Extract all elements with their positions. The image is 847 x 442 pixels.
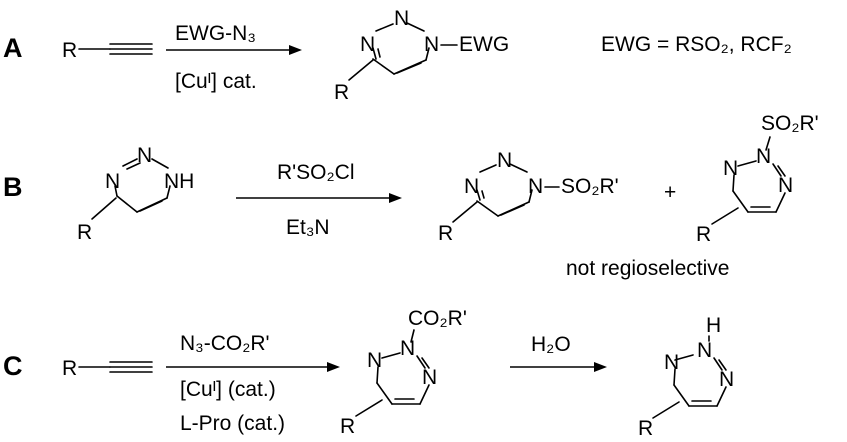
c4-r-bond bbox=[711, 207, 739, 225]
triazole-n3-atom: N bbox=[360, 33, 375, 56]
reaction-arrow bbox=[166, 45, 302, 55]
nh-triazole-start: N N NH R bbox=[77, 144, 194, 244]
triazole-n3-atom: N bbox=[464, 175, 479, 198]
triazole-n2-atom: N bbox=[756, 145, 771, 168]
condition-cu-catalyst: [Cuᴵ] (cat.) bbox=[180, 378, 276, 401]
reagent-azidoformate: N₃-CO₂R' bbox=[180, 332, 270, 355]
triazole-ring bbox=[372, 22, 430, 75]
n-s-bond bbox=[765, 136, 771, 151]
triazole-n1-atom: N bbox=[528, 175, 543, 198]
alkyne-r-group: R bbox=[62, 357, 77, 380]
row-label-a: A bbox=[3, 33, 23, 63]
triazole-n2-atom: N bbox=[697, 339, 712, 362]
triazole-n3-atom: N bbox=[105, 170, 120, 193]
nh-triazole-final: H N N N R bbox=[638, 314, 734, 440]
condition-triethylamine: Et₃N bbox=[286, 216, 330, 239]
triazole-n2-atom: N bbox=[137, 144, 152, 167]
triazole-r-group: R bbox=[340, 415, 355, 438]
triazole-n3-atom: N bbox=[719, 368, 734, 391]
c4-r-bond bbox=[355, 399, 383, 417]
row-label-b: B bbox=[3, 172, 23, 202]
triazole-r-group: R bbox=[77, 221, 92, 244]
triazole-ring bbox=[673, 354, 727, 407]
triazole-n1-atom: N bbox=[723, 157, 738, 180]
n-c-bond bbox=[410, 329, 415, 343]
scheme-row-b: B N N NH R R'SO₂Cl Et₃N bbox=[3, 112, 819, 280]
c4-r-bond bbox=[452, 201, 478, 223]
triazole-n3-atom: N bbox=[422, 366, 437, 389]
reagent-water: H₂O bbox=[531, 333, 571, 356]
triazole-r-group: R bbox=[438, 222, 453, 245]
ewg-substituent: EWG bbox=[459, 33, 509, 56]
triazole-ring bbox=[732, 160, 786, 213]
condition-proline-catalyst: L-Pro (cat.) bbox=[180, 412, 285, 435]
triazole-n-hydrogen: H bbox=[706, 314, 721, 337]
scheme-row-a: A R EWG-N₃ [Cuᴵ] cat. N bbox=[3, 7, 792, 104]
ewg-definition-note: EWG = RSO₂, RCF₂ bbox=[601, 33, 792, 56]
n1-sulfonyl-triazole: N N N SO₂R' R bbox=[438, 149, 619, 245]
reaction-arrow bbox=[166, 362, 340, 372]
triazole-r-group: R bbox=[638, 417, 653, 440]
triazole-product-a: N N N EWG R bbox=[334, 7, 509, 104]
n2-sulfonyl-triazole: SO₂R' N N N R bbox=[696, 112, 819, 246]
c4-r-bond bbox=[348, 59, 374, 81]
triazole-n2-atom: N bbox=[400, 337, 415, 360]
row-label-c: C bbox=[3, 351, 23, 381]
n2-carbamate-triazole: CO₂R' N N N R bbox=[340, 307, 467, 438]
reagent-sulfonyl-chloride: R'SO₂Cl bbox=[277, 161, 355, 184]
reaction-arrow bbox=[510, 362, 607, 372]
triazole-n2-atom: N bbox=[394, 7, 409, 30]
sulfonyl-substituent: SO₂R' bbox=[561, 175, 619, 198]
triazole-ring bbox=[476, 163, 533, 217]
c4-r-bond bbox=[652, 401, 680, 419]
carbamate-substituent: CO₂R' bbox=[408, 307, 467, 330]
triazole-n1-atom: N bbox=[424, 33, 439, 56]
alkyne-triple-bond bbox=[78, 361, 153, 373]
triazole-r-group: R bbox=[334, 81, 349, 104]
triazole-n3-atom: N bbox=[778, 174, 793, 197]
triazole-r-group: R bbox=[696, 223, 711, 246]
reaction-arrow bbox=[236, 193, 402, 203]
triazole-ring bbox=[114, 158, 171, 213]
regioselectivity-note: not regioselective bbox=[566, 257, 729, 280]
scheme-row-c: C R N₃-CO₂R' [Cuᴵ] (cat.) L-Pro (cat.) C… bbox=[3, 307, 734, 440]
sulfonyl-substituent: SO₂R' bbox=[761, 112, 819, 135]
triazole-ring bbox=[376, 352, 430, 405]
condition-cu-catalyst: [Cuᴵ] cat. bbox=[175, 70, 257, 93]
triazole-n1-atom: N bbox=[664, 351, 679, 374]
triazole-n2-atom: N bbox=[497, 149, 512, 172]
triazole-nh-atom: NH bbox=[164, 170, 194, 193]
alkyne-triple-bond bbox=[78, 43, 153, 55]
c4-r-bond bbox=[91, 197, 117, 220]
triazole-n1-atom: N bbox=[367, 349, 382, 372]
plus-sign: + bbox=[664, 181, 676, 204]
alkyne-r-group: R bbox=[62, 39, 77, 62]
reagent-ewg-azide: EWG-N₃ bbox=[175, 22, 256, 45]
